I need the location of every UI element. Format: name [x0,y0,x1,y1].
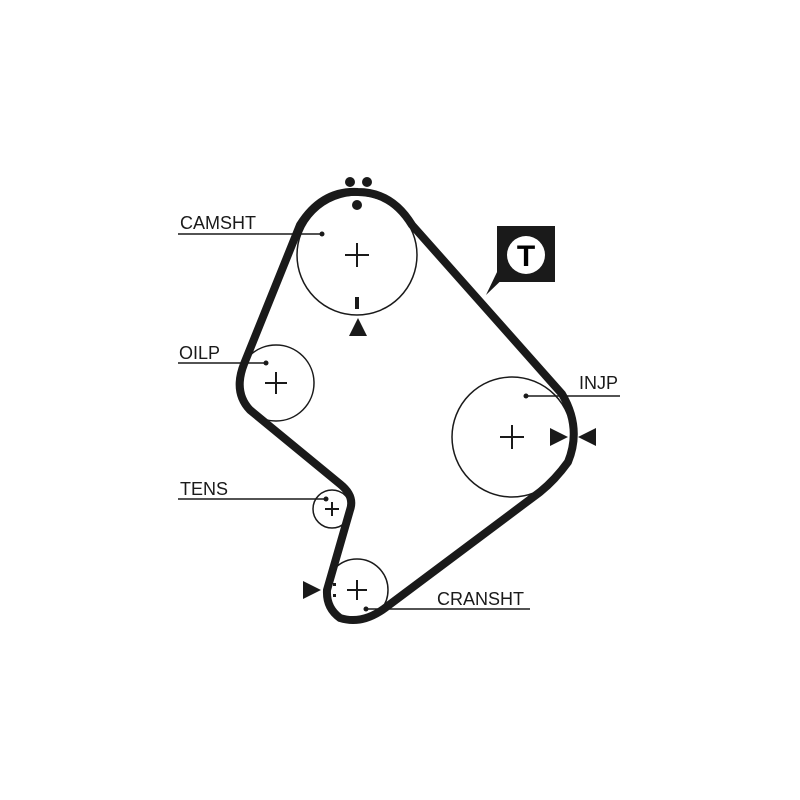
tension-indicator-icon [507,236,545,274]
crankshaft-label: CRANSHT [437,589,524,609]
injection-pump-label: INJP [579,373,618,393]
camshaft-center-cross [345,243,369,267]
tensioner-label: TENS [180,479,228,499]
timing-belt [235,187,578,624]
camshaft-label: CAMSHT [180,213,256,233]
camshaft-bottom-timing-mark [349,297,367,336]
oil-pump-label: OILP [179,343,220,363]
camshaft-top-timing-mark [345,177,372,210]
tension-badge-letter: T [517,240,535,273]
injection-pump-timing-mark [550,428,596,446]
crankshaft-center-cross [347,580,367,600]
crankshaft-timing-mark [303,581,336,599]
tension-badge: T [486,226,555,295]
injection-pump-center-cross [500,425,524,449]
oil-pump-center-cross [265,372,287,394]
tensioner-center-cross [325,502,339,516]
